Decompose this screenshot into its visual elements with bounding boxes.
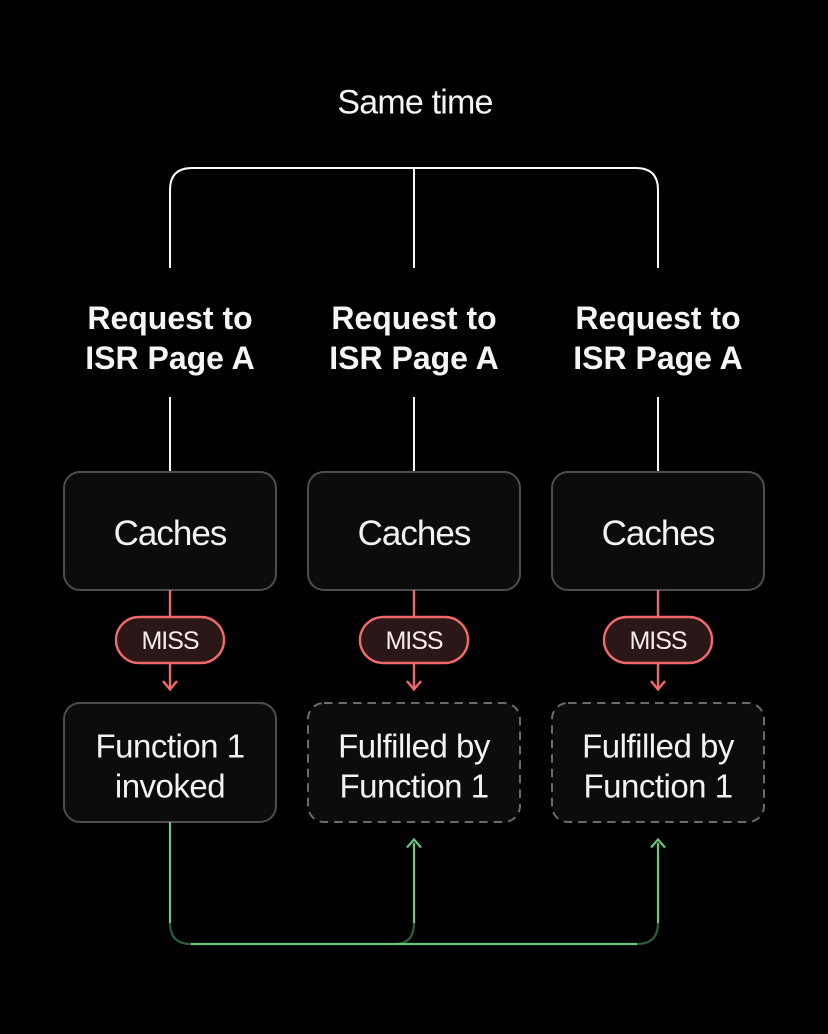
svg-text:ISR Page A: ISR Page A <box>85 340 255 376</box>
svg-text:Fulfilled by: Fulfilled by <box>338 728 491 765</box>
svg-text:MISS: MISS <box>141 627 198 655</box>
svg-text:MISS: MISS <box>629 627 686 655</box>
svg-text:MISS: MISS <box>385 627 442 655</box>
svg-text:invoked: invoked <box>115 768 225 805</box>
svg-text:ISR Page A: ISR Page A <box>329 340 499 376</box>
svg-text:Function 1: Function 1 <box>583 768 732 805</box>
svg-text:Request to: Request to <box>575 300 740 336</box>
svg-text:Fulfilled by: Fulfilled by <box>582 728 735 765</box>
svg-text:Request to: Request to <box>87 300 252 336</box>
svg-text:Same time: Same time <box>337 84 492 122</box>
svg-text:Caches: Caches <box>114 514 227 553</box>
svg-text:Function 1: Function 1 <box>339 768 488 805</box>
svg-text:ISR Page A: ISR Page A <box>573 340 743 376</box>
svg-text:Caches: Caches <box>602 514 715 553</box>
svg-text:Function 1: Function 1 <box>95 728 244 765</box>
svg-text:Caches: Caches <box>358 514 471 553</box>
svg-text:Request to: Request to <box>331 300 496 336</box>
